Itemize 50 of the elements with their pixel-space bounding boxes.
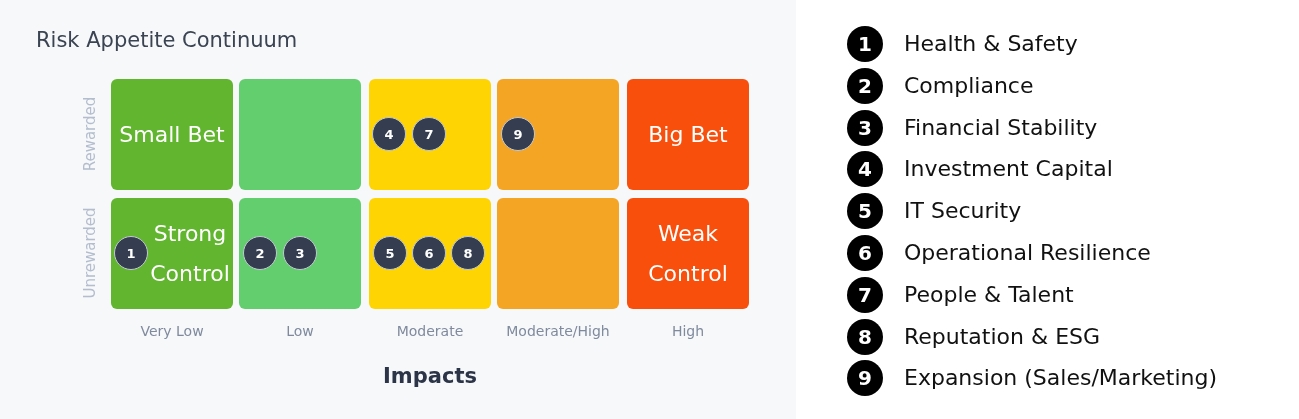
- row-axis-label: Rewarded: [81, 96, 99, 172]
- cell-label: Strong Control: [150, 219, 230, 288]
- risk-cell: [497, 198, 619, 309]
- number-marker: 3: [847, 110, 883, 146]
- number-marker: 4: [372, 117, 406, 151]
- axis-title: Impacts: [383, 363, 477, 389]
- number-marker: 2: [243, 236, 277, 270]
- number-marker: 9: [501, 117, 535, 151]
- number-marker: 7: [847, 277, 883, 313]
- category-name: Reputation & ESG: [904, 323, 1101, 351]
- risk-cell: [627, 198, 749, 309]
- number-marker: 8: [451, 236, 485, 270]
- column-label: Very Low: [140, 322, 204, 340]
- risk-cell: [111, 79, 233, 190]
- number-marker: 6: [412, 236, 446, 270]
- column-label: Moderate: [396, 322, 464, 340]
- category-name: Expansion (Sales/Marketing): [904, 364, 1218, 392]
- chart-title: Risk Appetite Continuum: [36, 27, 298, 53]
- cell-label: Big Bet: [648, 120, 728, 149]
- cell-label: Small Bet: [119, 120, 225, 149]
- number-marker: 5: [847, 193, 883, 229]
- category-name: Health & Safety: [904, 30, 1078, 58]
- number-marker: 3: [283, 236, 317, 270]
- cell-label: Weak Control: [647, 219, 729, 288]
- risk-cell: [239, 198, 361, 309]
- number-marker: 8: [847, 319, 883, 355]
- risk-cell: [369, 198, 491, 309]
- number-marker: 7: [412, 117, 446, 151]
- category-name: Operational Resilience: [904, 239, 1151, 267]
- category-name: Investment Capital: [904, 155, 1113, 183]
- number-marker: 4: [847, 151, 883, 187]
- risk-cell: [369, 79, 491, 190]
- number-marker: 2: [847, 68, 883, 104]
- number-marker: 1: [847, 26, 883, 62]
- risk-cell: [239, 79, 361, 190]
- risk-cell: [497, 79, 619, 190]
- number-marker: 9: [847, 360, 883, 396]
- category-name: IT Security: [904, 197, 1022, 225]
- category-name: Financial Stability: [904, 114, 1098, 142]
- risk-cell: [111, 198, 233, 309]
- number-marker: 6: [847, 235, 883, 271]
- category-name: Compliance: [904, 72, 1034, 100]
- number-marker: 5: [373, 236, 407, 270]
- risk-cell: [627, 79, 749, 190]
- category-name: People & Talent: [904, 281, 1074, 309]
- column-label: Moderate/High: [506, 322, 610, 340]
- column-label: High: [671, 322, 705, 340]
- row-axis-label: Unrewarded: [81, 207, 99, 299]
- column-label: Low: [286, 322, 314, 340]
- number-marker: 1: [114, 236, 148, 270]
